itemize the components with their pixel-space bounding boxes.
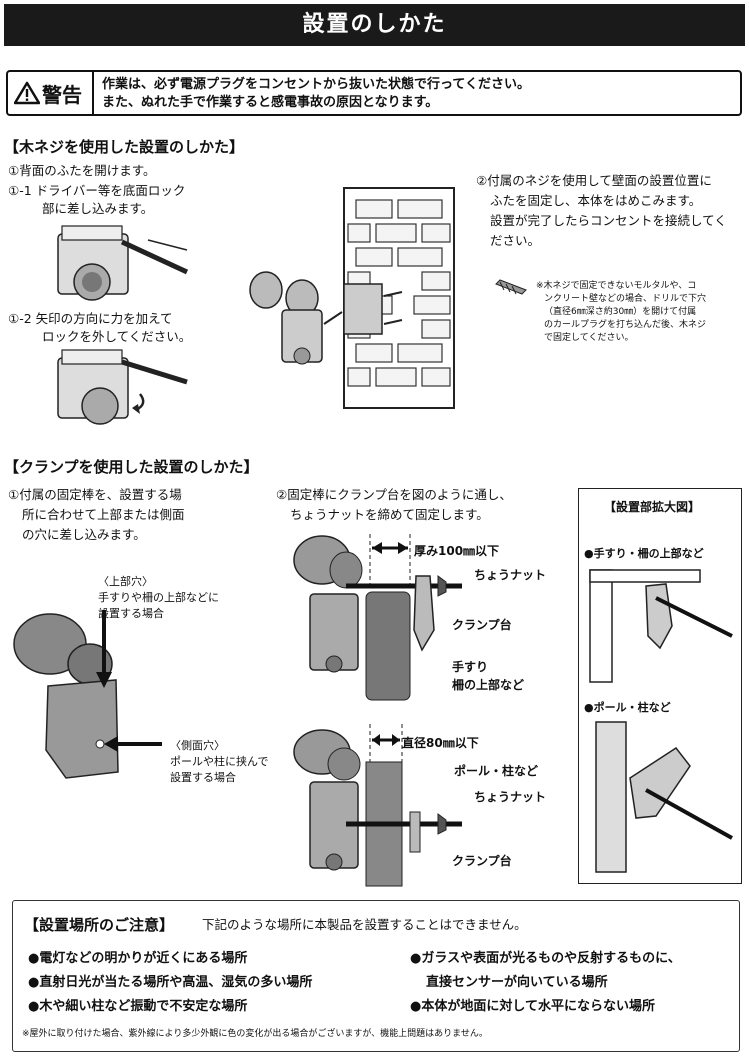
wood-step-1: ①背面のふたを開けます。 [8, 163, 156, 178]
notice-item-2: ●直射日光が当たる場所や高温、湿気の多い場所 [28, 975, 313, 990]
zoom-label-a: ●手すり・柵の上部など [584, 547, 704, 560]
wood-note-b: ンクリート壁などの場合、ドリルで下穴 [544, 294, 707, 304]
notice-intro: 下記のような場所に本製品を設置することはできません。 [202, 917, 527, 932]
clamp-step-2b: ちょうナットを締めて固定します。 [290, 507, 489, 522]
title-bar [4, 4, 745, 46]
handrail-clamp-diagram [293, 534, 462, 701]
wall-plug-icon [495, 279, 527, 295]
wood-note-d: のカールプラグを打ち込んだ後、木ネジ [544, 320, 707, 330]
clamp-step-1b: 所に合わせて上部または側面 [22, 507, 185, 522]
top-hole-text-b: 設置する場合 [98, 607, 164, 620]
zoom-box [578, 488, 742, 884]
wood-step-1-2a: ①-2 矢印の方向に力を加えて [8, 311, 173, 326]
handrail-label-a: 手すり [452, 660, 489, 674]
zoom-pole-illustration [595, 721, 733, 873]
notice-item-3: ●木や細い柱など振動で不安定な場所 [28, 999, 248, 1014]
zoom-handrail-illustration [589, 569, 733, 683]
clamp-step-2a: ②固定棒にクランプ台を図のように通し、 [276, 487, 512, 502]
warning-line-2: また、ぬれた手で作業すると感電事故の原因となります。 [102, 95, 439, 110]
wing-nut-label-2: ちょうナット [474, 790, 547, 804]
side-hole-text-b: 設置する場合 [170, 771, 236, 784]
zoom-label-b: ●ポール・柱など [584, 701, 671, 714]
wood-note-a: ※木ネジで固定できないモルタルや、コ [536, 281, 697, 291]
notice-item-1: ●電灯などの明かりが近くにある場所 [28, 951, 248, 966]
wood-step-1-1b: 部に差し込みます。 [42, 201, 154, 216]
driver-insert-illustration [57, 225, 189, 301]
warning-text: 作業は、必ず電源プラグをコンセントから抜いた状態で行ってください。 また、ぬれた… [102, 76, 530, 112]
warning-triangle-icon [14, 81, 40, 105]
zoom-title: 【設置部拡大図】 [604, 500, 701, 514]
diameter-label: 直径80㎜以下 [402, 736, 479, 750]
lock-release-illustration [57, 349, 188, 425]
wing-nut-label: ちょうナット [474, 568, 547, 582]
wood-step-1-2b: ロックを外してください。 [42, 329, 192, 344]
warning-label: 警告 [42, 83, 82, 107]
top-hole-title: 〈上部穴〉 [98, 575, 153, 588]
pole-label: ポール・柱など [454, 764, 539, 778]
clamp-step-1a: ①付属の固定棒を、設置する場 [8, 487, 182, 502]
wood-step-2a: ②付属のネジを使用して壁面の設置位置に [476, 173, 712, 188]
notice-footnote: ※屋外に取り付けた場合、紫外線により多少外観に色の変化が出る場合がございますが、… [22, 1029, 488, 1039]
wood-step-2c: 設置が完了したらコンセントを接続してく [490, 213, 727, 228]
warning-label-cell: 警告 [8, 72, 94, 114]
wood-step-2b: ふたを固定し、本体をはめこみます。 [490, 193, 702, 208]
wood-note-c: （直径6㎜深さ約30㎜）を開けて付属 [544, 307, 697, 317]
clamp-holes-illustration [13, 610, 162, 779]
page-title: 設置のしかた [302, 12, 447, 37]
thickness-label: 厚み100㎜以下 [414, 544, 500, 558]
handrail-label-b: 柵の上部など [452, 678, 525, 692]
side-hole-text-a: ポールや柱に挟んで [170, 755, 269, 768]
wood-screw-heading: 【木ネジを使用した設置のしかた】 [4, 138, 245, 156]
side-hole-title: 〈側面穴〉 [170, 739, 225, 752]
warning-line-1: 作業は、必ず電源プラグをコンセントから抜いた状態で行ってください。 [102, 77, 530, 92]
notice-heading: 【設置場所のご注意】 [24, 916, 175, 934]
clamp-base-label: クランプ台 [452, 618, 512, 632]
clamp-heading: 【クランプを使用した設置のしかた】 [4, 458, 259, 476]
wood-step-1-1a: ①-1 ドライバー等を底面ロック [8, 183, 186, 198]
top-hole-text-a: 手すりや柵の上部などに [98, 591, 219, 604]
wood-step-2d: ださい。 [490, 233, 541, 248]
notice-item-4a: ●ガラスや表面が光るものや反射するものに、 [410, 951, 681, 966]
warning-box [6, 70, 742, 116]
notice-box [12, 900, 740, 1052]
wood-note-e: で固定してください。 [544, 333, 634, 343]
pole-clamp-diagram [293, 724, 462, 887]
clamp-base-label-2: クランプ台 [452, 854, 512, 868]
notice-item-4b: 直接センサーが向いている場所 [426, 975, 608, 990]
brick-wall-illustration [249, 187, 455, 409]
notice-item-5: ●本体が地面に対して水平にならない場所 [410, 999, 655, 1014]
clamp-step-1c: の穴に差し込みます。 [22, 527, 146, 542]
